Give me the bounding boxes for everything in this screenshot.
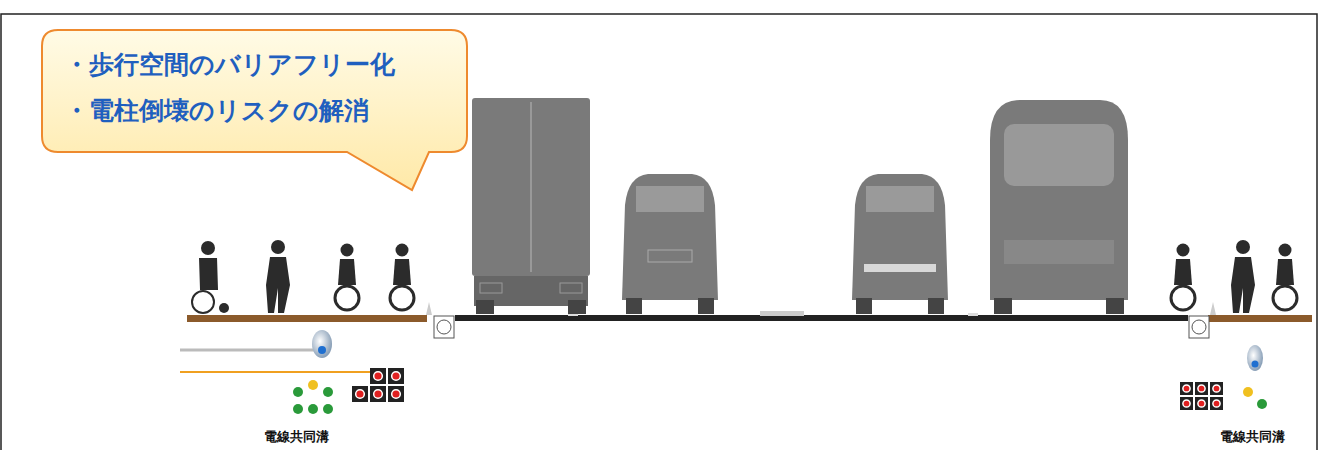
- vehicles: [472, 98, 1128, 314]
- frame: [1, 14, 1317, 450]
- pedestrians-cyclists: [192, 240, 1297, 313]
- callout-box: ・歩行空間のバリアフリー化・電柱倒壊のリスクの解消: [42, 30, 467, 152]
- left-sidewalk: [187, 315, 427, 322]
- roadway: [455, 315, 1188, 321]
- right-sidewalk: [1208, 315, 1312, 322]
- callout-outline: [42, 30, 467, 190]
- duct-block: [352, 368, 1223, 410]
- callout-outline: [42, 30, 467, 190]
- callout-text: ・電柱倒壊のリスクの解消: [64, 88, 445, 134]
- duct-label: 電線共同溝: [264, 428, 329, 446]
- cable-conduits: [180, 330, 1267, 414]
- callout-text: ・歩行空間のバリアフリー化: [64, 42, 445, 88]
- median: [760, 311, 804, 316]
- duct-label: 電線共同溝: [1220, 428, 1285, 446]
- drain-box: [426, 302, 1216, 338]
